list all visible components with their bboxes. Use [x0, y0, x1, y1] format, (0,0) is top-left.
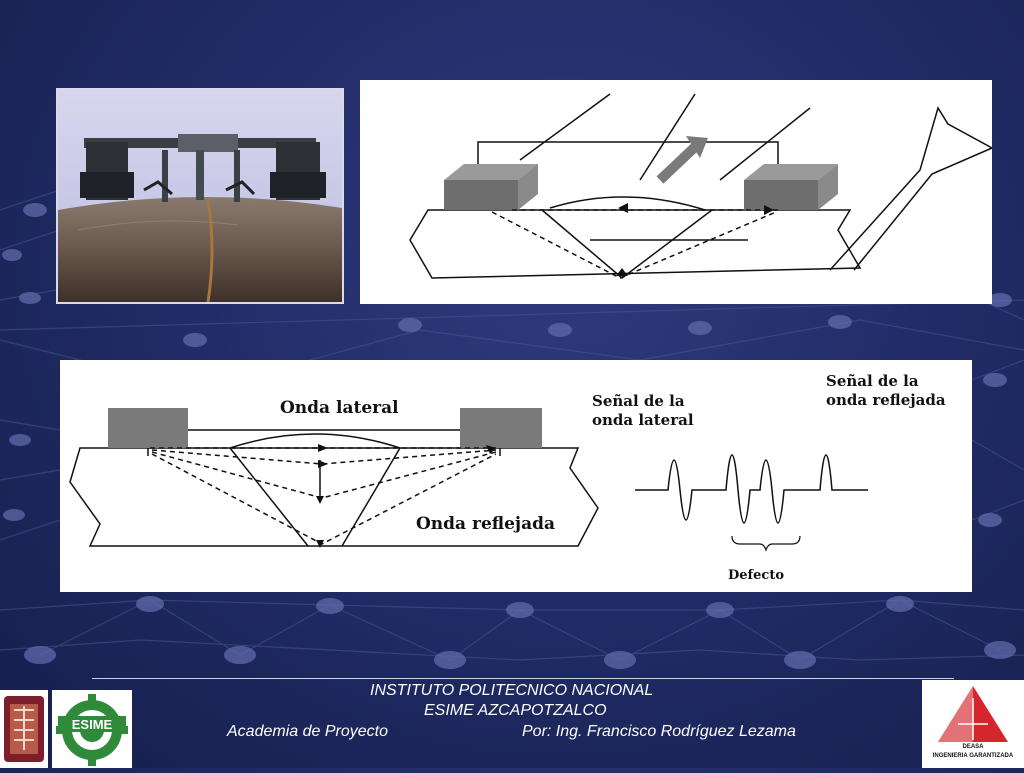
esime-logo: ESIME	[52, 690, 132, 768]
footer-school: ESIME AZCAPOTZALCO	[424, 702, 607, 719]
deasa-logo: DEASA INGENIERIA GARANTIZADA	[922, 680, 1024, 768]
footer-author: Por: Ing. Francisco Rodríguez Lezama	[522, 723, 796, 740]
footer-institution: INSTITUTO POLITECNICO NACIONAL	[370, 682, 654, 699]
ipn-logo	[0, 690, 48, 768]
footer-academy: Academia de Proyecto	[227, 723, 388, 740]
scanner-photo	[56, 88, 344, 304]
deasa-logo-name: DEASA	[962, 744, 984, 750]
footer-divider	[92, 678, 954, 679]
lateral-wave-label: Onda lateral	[280, 398, 399, 418]
reflected-wave-label: Onda reflejada	[416, 514, 556, 534]
esime-logo-text: ESIME	[72, 717, 113, 732]
wave-signal-schematic: Onda lateral Onda reflejada Señal de la …	[60, 360, 972, 592]
tofd-probe-schematic	[360, 80, 994, 304]
lateral-signal-label: Señal de la onda lateral	[592, 392, 694, 429]
defect-label: Defecto	[728, 568, 784, 583]
reflected-signal-label: Señal de la onda reflejada	[826, 372, 946, 409]
deasa-logo-tagline: INGENIERIA GARANTIZADA	[932, 753, 1014, 759]
